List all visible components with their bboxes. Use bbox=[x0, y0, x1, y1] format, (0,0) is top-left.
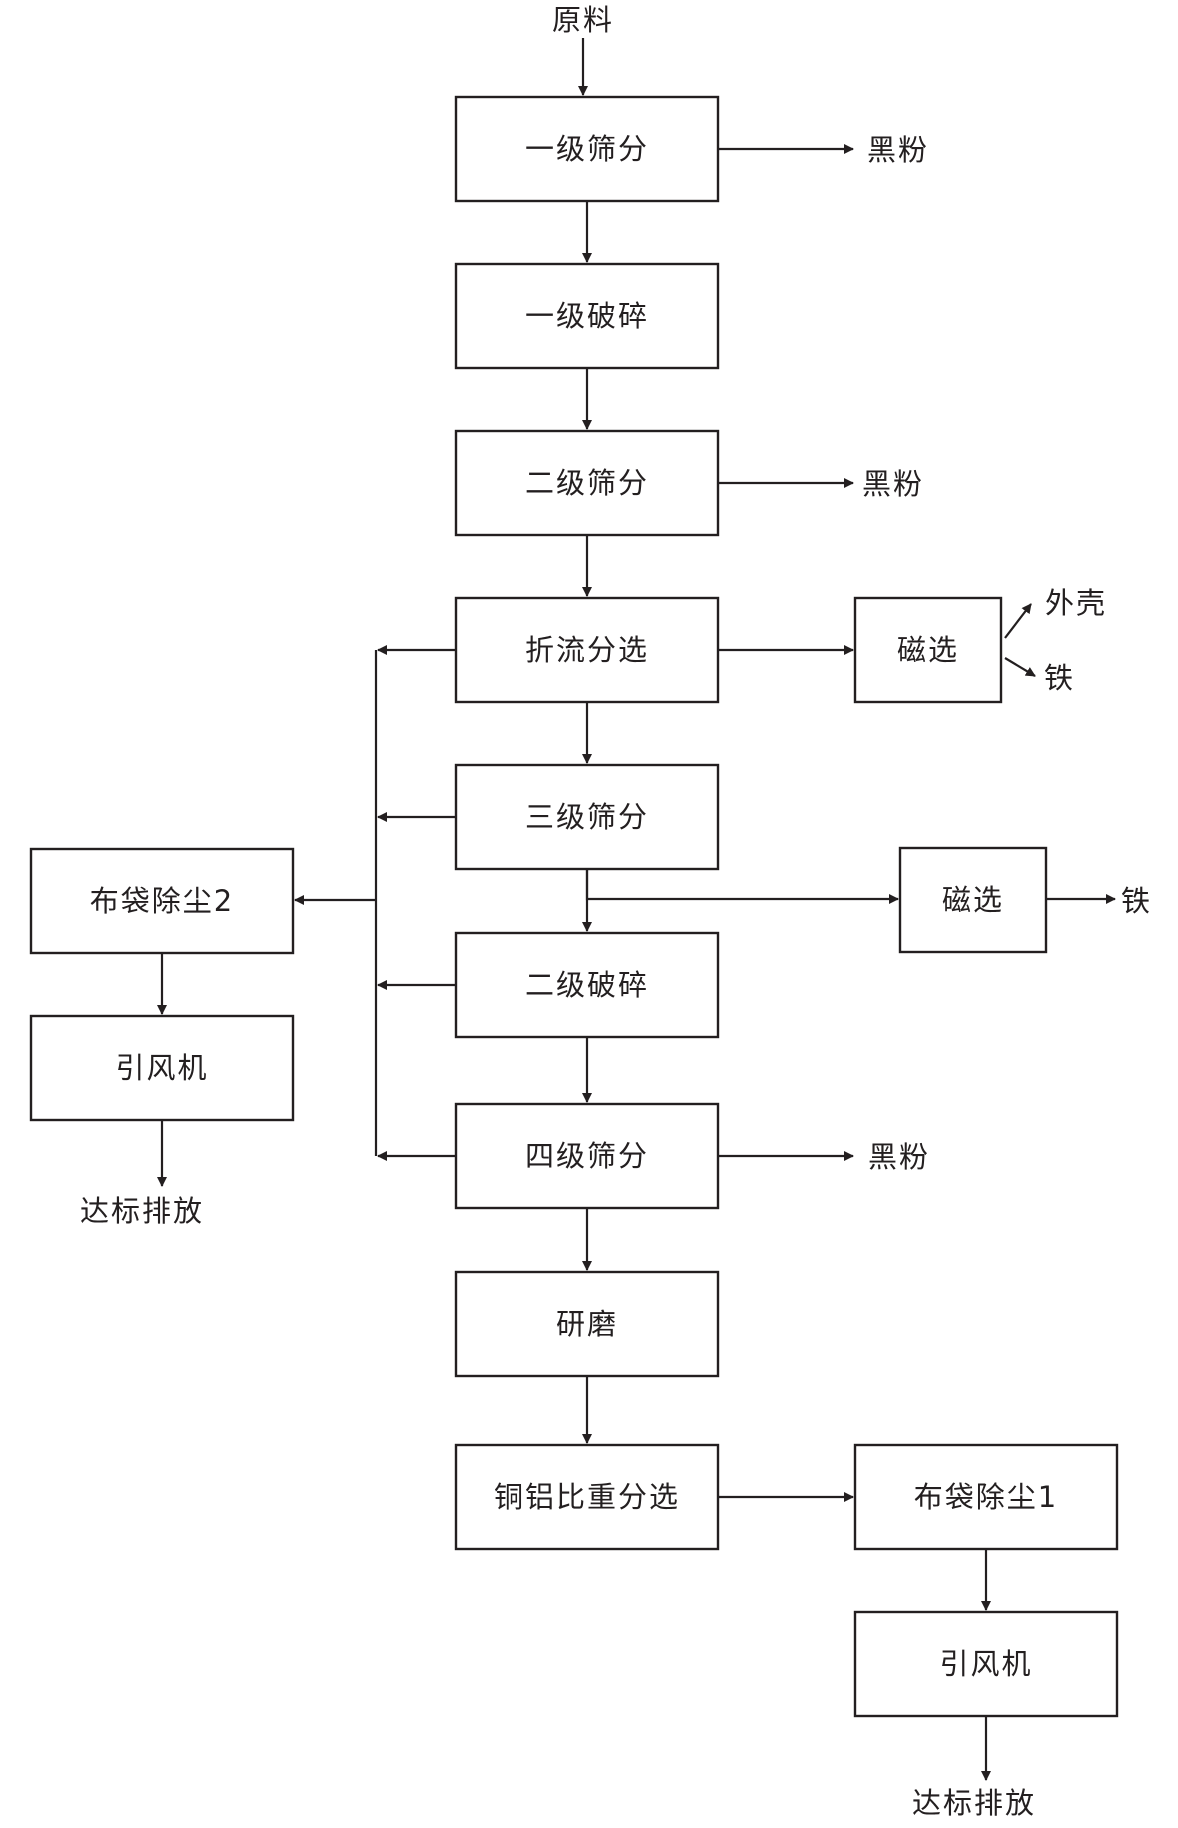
svg-text:磁选: 磁选 bbox=[942, 883, 1004, 917]
svg-text:布袋除尘2: 布袋除尘2 bbox=[90, 884, 234, 918]
label-shell: 外壳 bbox=[1045, 586, 1107, 620]
svg-text:三级筛分: 三级筛分 bbox=[525, 800, 649, 834]
node-screen2: 二级筛分 bbox=[454, 429, 720, 537]
node-fan1: 引风机 bbox=[853, 1610, 1119, 1718]
label-discharge-2: 达标排放 bbox=[80, 1194, 204, 1228]
label-iron-2: 铁 bbox=[1121, 884, 1152, 918]
left-collector-arrows bbox=[157, 645, 456, 1187]
node-deflect-sort: 折流分选 bbox=[454, 596, 720, 704]
svg-text:二级筛分: 二级筛分 bbox=[525, 466, 649, 500]
node-magnet1: 磁选 bbox=[853, 596, 1003, 704]
node-cu-al-sort: 铜铝比重分选 bbox=[454, 1443, 720, 1551]
label-raw-material: 原料 bbox=[552, 3, 614, 37]
node-screen1: 一级筛分 bbox=[454, 95, 720, 203]
svg-text:磁选: 磁选 bbox=[897, 633, 959, 667]
node-baghouse1: 布袋除尘1 bbox=[853, 1443, 1119, 1551]
node-fan2: 引风机 bbox=[29, 1014, 295, 1122]
svg-text:折流分选: 折流分选 bbox=[525, 633, 649, 667]
node-magnet2: 磁选 bbox=[898, 846, 1048, 954]
node-baghouse2: 布袋除尘2 bbox=[29, 847, 295, 955]
svg-text:二级破碎: 二级破碎 bbox=[525, 968, 649, 1002]
main-flow-arrows bbox=[578, 38, 592, 1444]
label-iron-1: 铁 bbox=[1044, 661, 1075, 695]
label-black-powder-2: 黑粉 bbox=[862, 467, 924, 501]
node-crush1: 一级破碎 bbox=[454, 262, 720, 370]
svg-text:研磨: 研磨 bbox=[556, 1307, 618, 1341]
svg-text:引风机: 引风机 bbox=[115, 1051, 208, 1085]
label-black-powder-1: 黑粉 bbox=[867, 133, 929, 167]
node-screen4: 四级筛分 bbox=[454, 1102, 720, 1210]
svg-text:一级筛分: 一级筛分 bbox=[525, 132, 649, 166]
node-crush2: 二级破碎 bbox=[454, 931, 720, 1039]
svg-text:四级筛分: 四级筛分 bbox=[525, 1139, 649, 1173]
node-screen3: 三级筛分 bbox=[454, 763, 720, 871]
svg-text:布袋除尘1: 布袋除尘1 bbox=[914, 1480, 1058, 1514]
label-discharge-1: 达标排放 bbox=[912, 1786, 1036, 1820]
label-black-powder-4: 黑粉 bbox=[868, 1140, 930, 1174]
node-grinding: 研磨 bbox=[454, 1270, 720, 1378]
right-branch-arrows bbox=[585, 144, 1116, 1781]
svg-text:引风机: 引风机 bbox=[939, 1647, 1032, 1681]
svg-text:一级破碎: 一级破碎 bbox=[525, 299, 649, 333]
svg-text:铜铝比重分选: 铜铝比重分选 bbox=[494, 1480, 680, 1514]
